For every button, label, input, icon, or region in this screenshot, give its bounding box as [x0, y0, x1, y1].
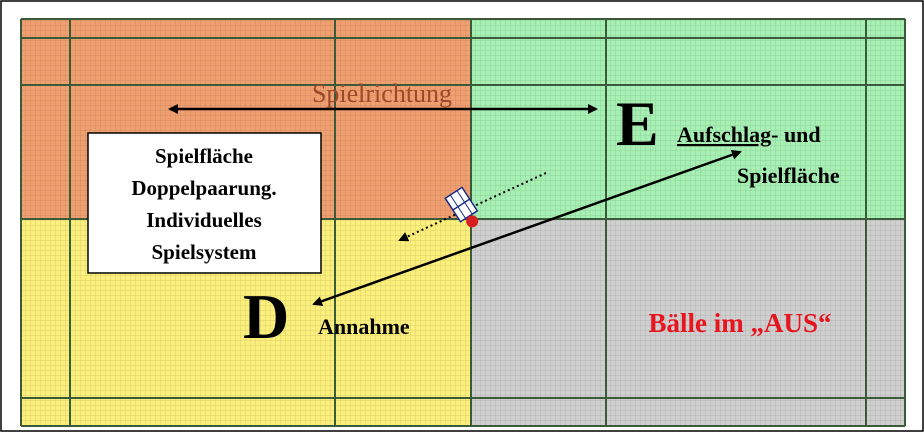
- zone-d-label: Annahme: [318, 314, 410, 339]
- receive-arrow: [312, 149, 742, 307]
- doubles-box-line-2: Doppelpaarung.: [131, 176, 276, 200]
- zone-d-letter: D: [243, 281, 289, 352]
- direction-label: Spielrichtung: [312, 79, 452, 108]
- doubles-box-line-4: Spielsystem: [152, 240, 258, 264]
- zone-e-letter: E: [616, 88, 659, 159]
- zone-e-line-2: Spielfläche: [737, 163, 840, 188]
- zone-e-serve-label: Aufschlag: [677, 122, 771, 147]
- doubles-box-line-1: Spielfläche: [155, 144, 253, 168]
- doubles-info-box: [87, 132, 322, 274]
- zone-e-and-label: - und: [771, 122, 821, 147]
- doubles-box-line-3: Individuelles: [146, 208, 262, 232]
- out-zone-label: Bälle im „AUS“: [648, 308, 831, 338]
- shuttlecock-icon: [444, 186, 479, 228]
- zone-e-line-1: Aufschlag- und: [677, 122, 821, 147]
